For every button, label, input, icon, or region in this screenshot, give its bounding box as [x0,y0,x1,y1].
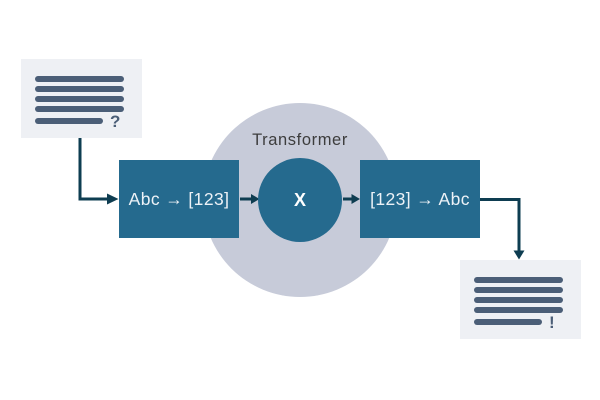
encoder-box: Abc → [123] [119,160,239,238]
decoder-box: [123] → Abc [360,160,480,238]
text-line [35,86,124,92]
arrow-input-to-encoder [78,138,119,205]
model-core-circle: X [258,158,342,242]
text-line [35,118,103,124]
text-line [474,287,563,293]
text-line [35,76,124,82]
text-line [474,277,563,283]
model-core-label: X [293,189,306,210]
encoder-box-label: Abc → [123] [128,188,230,209]
decoder-box-label: [123] → Abc [370,188,470,209]
output-document-card: ! [460,260,581,339]
text-line [474,319,542,325]
input-document-card: ? [21,59,142,138]
text-line [35,106,124,112]
text-line [474,307,563,313]
text-line [474,297,563,303]
transformer-label: Transformer [252,131,348,149]
exclamation-mark: ! [549,313,555,332]
text-line [35,96,124,102]
arrow-decoder-to-output [480,198,525,260]
question-mark: ? [110,112,121,131]
